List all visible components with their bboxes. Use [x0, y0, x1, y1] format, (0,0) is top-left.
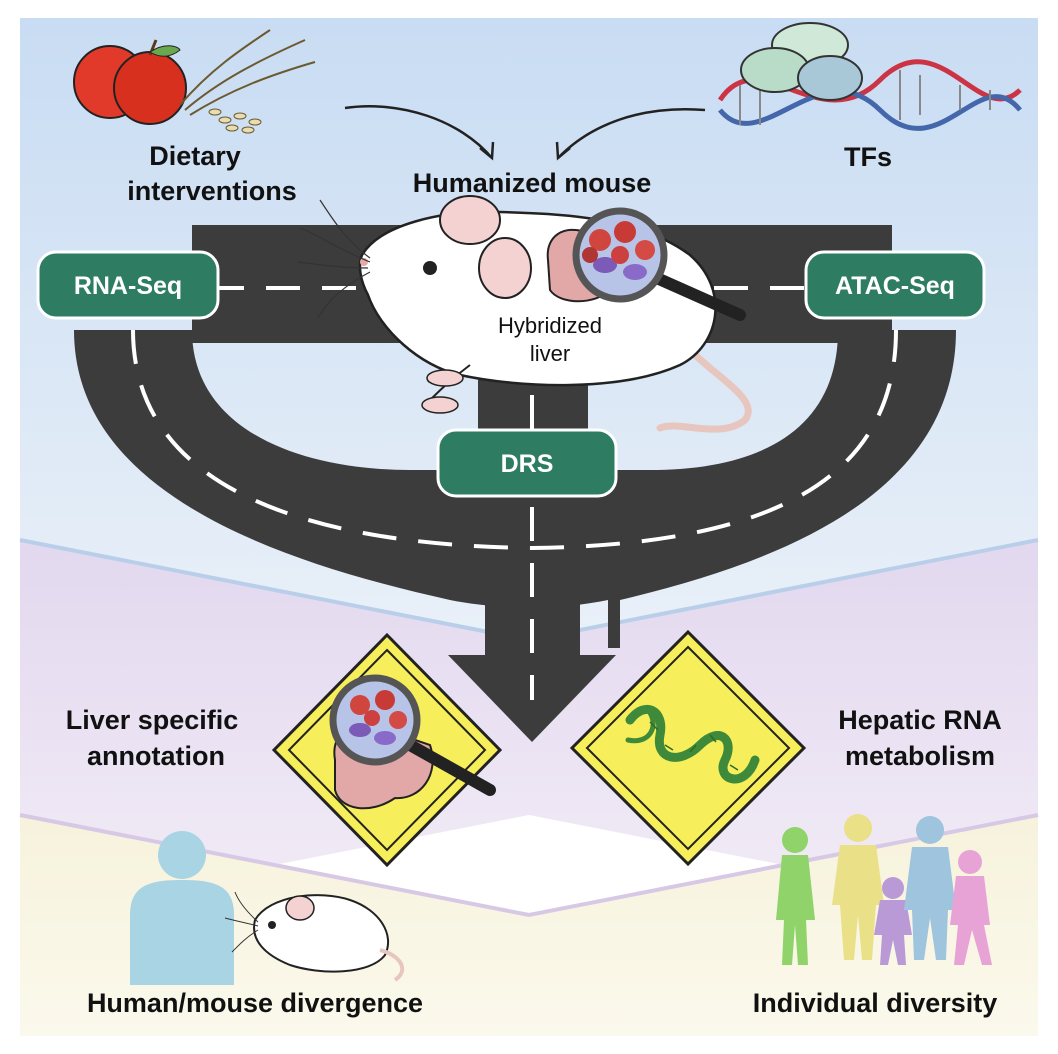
hepatic-label-line1: Hepatic RNA: [838, 705, 1002, 735]
person-blue: [904, 816, 956, 960]
sign-liver-cells-icon: [349, 690, 407, 745]
mouse-paw-back: [421, 396, 459, 414]
liver-annotation-sign: [271, 632, 503, 868]
rna-icon: [625, 704, 760, 784]
tfs-label: TFs: [844, 142, 892, 172]
apple-icon-2: [113, 51, 187, 125]
small-mouse-icon: [224, 891, 405, 982]
hepatic-label-line2: metabolism: [845, 741, 995, 771]
human-silhouette-icon: [130, 831, 234, 985]
person-pink: [950, 850, 992, 965]
person-yellow: [832, 814, 884, 960]
people-silhouettes-icon: [776, 814, 992, 965]
mouse-ear-left: [439, 195, 501, 245]
dietary-label-line2: interventions: [127, 176, 297, 206]
dietary-arrow: [344, 105, 493, 159]
dietary-label-line1: Dietary: [149, 141, 241, 171]
input-arrows: [344, 105, 706, 161]
rna-seq-pill: RNA-Seq: [36, 250, 220, 320]
drs-pill: DRS: [436, 428, 618, 498]
atac-seq-pill: ATAC-Seq: [804, 250, 986, 320]
mouse-whiskers: [297, 199, 371, 319]
person-purple: [874, 877, 912, 965]
atac-seq-label: ATAC-Seq: [835, 272, 955, 300]
dietary-icons: [73, 29, 316, 134]
person-green: [776, 827, 815, 965]
rna-seq-label: RNA-Seq: [74, 272, 182, 300]
hybridized-label-line2: liver: [530, 341, 570, 366]
humanized-mouse-label: Humanized mouse: [413, 168, 652, 198]
tf-proteins-icon: [740, 22, 863, 101]
wheat-icon: [179, 29, 316, 116]
human-mouse-label: Human/mouse divergence: [87, 988, 423, 1018]
magnifier-icon: [572, 207, 746, 321]
drs-label: DRS: [501, 450, 554, 478]
rna-ticks: [649, 721, 739, 771]
rna-metabolism-sign: [569, 629, 807, 867]
mouse-eye: [423, 261, 437, 275]
liver-specific-label-line1: Liver specific: [66, 705, 239, 735]
mouse-ear-right: [478, 237, 532, 299]
mouse-paw-front-fill: [426, 369, 464, 387]
hybridized-label-line1: Hybridized: [498, 313, 602, 338]
road-arrow: [448, 600, 616, 742]
wheat-grains: [208, 108, 262, 134]
liver-specific-label-line2: annotation: [87, 741, 225, 771]
sign-magnifier-handle: [404, 739, 496, 796]
apple-leaf: [149, 45, 181, 57]
individual-diversity-label: Individual diversity: [753, 988, 998, 1018]
mouse-tail-icon: [656, 346, 752, 433]
tfs-arrow: [557, 108, 706, 159]
liver-cells-icon: [582, 221, 655, 280]
